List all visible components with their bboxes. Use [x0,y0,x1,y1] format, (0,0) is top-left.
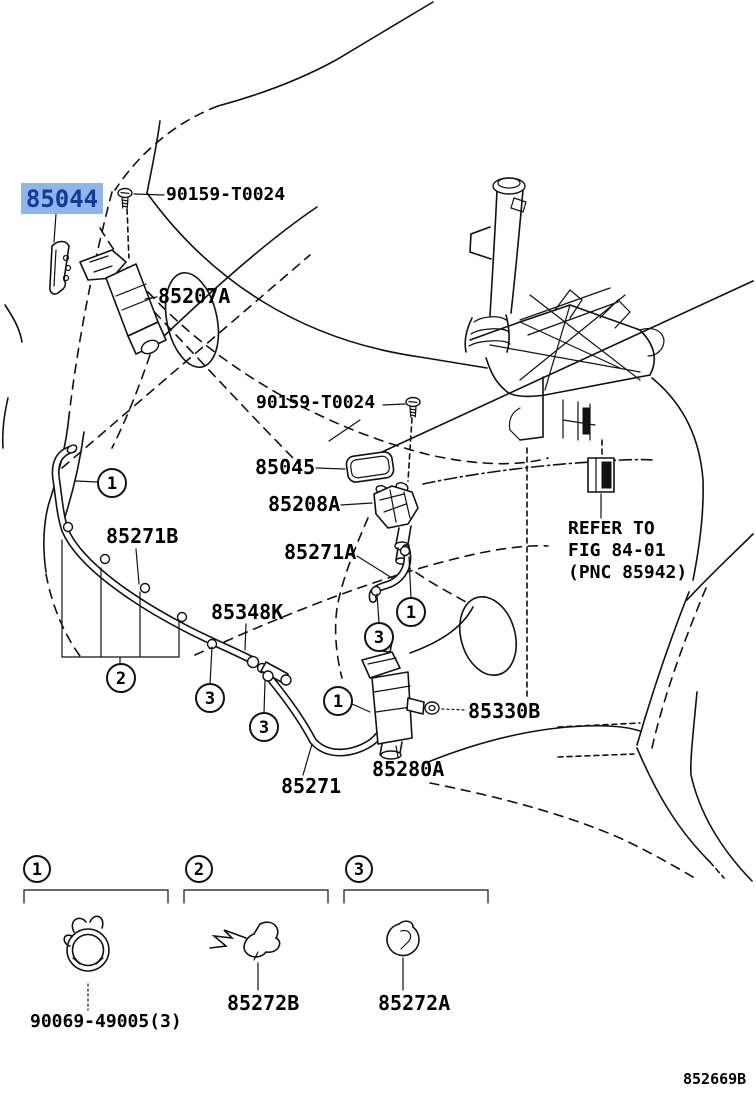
callout-3-joint-clamp: 3 [195,683,225,713]
callout-3-short-hose: 3 [364,622,394,652]
callout-3-elbow-clamp: 3 [249,712,279,742]
figure-id: 852669B [683,1070,747,1088]
car-body-outline [1,1,754,882]
svg-text:1: 1 [32,860,42,880]
svg-text:3: 3 [259,718,269,738]
part-label-85045[interactable]: 85045 [255,455,316,479]
washer-pump-drawing [361,639,425,760]
part-label-85272A[interactable]: 85272A [378,991,451,1015]
legend-callout-1: 1 [23,855,51,883]
part-label-90159-T0024-mid[interactable]: 90159-T0024 [256,392,376,413]
washer-nozzle-left-drawing [79,249,167,355]
refer-note-line2: FIG 84-01 [568,540,666,561]
part-label-85271A[interactable]: 85271A [284,540,357,564]
part-label-85044-highlighted[interactable]: 85044 [21,183,103,214]
part-label-85330B[interactable]: 85330B [468,699,541,723]
svg-text:3: 3 [205,689,215,709]
callout-2-hose-clamps: 2 [106,663,136,693]
grommet-85330B-drawing [424,701,440,715]
washer-hose-85271B-drawing [51,444,254,663]
clamp-position-bracket [61,539,180,664]
refer-note-line3: (PNC 85942) [568,562,688,583]
callout-1-pump-hose: 1 [323,686,353,716]
part-label-85271B[interactable]: 85271B [106,524,179,548]
svg-text:3: 3 [354,860,364,880]
nozzle-cover-right-drawing [345,451,395,483]
part-label-85280A[interactable]: 85280A [372,757,445,781]
svg-text:3: 3 [374,628,384,648]
legend-callout-2: 2 [185,855,213,883]
nozzle-cover-left-drawing [49,240,72,295]
clip-85272A-drawing [386,920,420,957]
clip-85272B-drawing [209,921,281,961]
refer-note-line1: REFER TO [568,518,655,539]
part-label-90069-49005[interactable]: 90069-49005(3) [30,1011,182,1032]
part-label-85207A[interactable]: 85207A [158,284,231,308]
callout-1-hose-end: 1 [97,468,127,498]
washer-nozzle-right-drawing [373,482,419,565]
hose-joint-85348K-drawing [246,655,292,686]
legend-callout-3: 3 [345,855,373,883]
callout-1-short-hose: 1 [396,597,426,627]
washer-hose-85271A-drawing [368,544,412,603]
svg-text:1: 1 [333,692,343,712]
svg-text:2: 2 [116,669,126,689]
part-label-85271[interactable]: 85271 [281,774,342,798]
part-label-85272B[interactable]: 85272B [227,991,300,1015]
washer-reservoir-drawing [422,177,665,485]
part-label-90159-T0024-top[interactable]: 90159-T0024 [166,184,286,205]
svg-text:1: 1 [107,474,117,494]
leader-lines [53,193,466,776]
refer-note: REFER TO FIG 84-01 (PNC 85942) [568,518,687,584]
part-label-85348K[interactable]: 85348K [211,600,284,624]
clamp-90069-drawing [63,915,110,972]
svg-text:1: 1 [406,603,416,623]
part-label-85208A[interactable]: 85208A [268,492,341,516]
relay-drawing [587,439,615,519]
svg-text:2: 2 [194,860,204,880]
legend-section: 1 2 3 [23,855,489,1011]
foglamp-opening [459,596,517,676]
